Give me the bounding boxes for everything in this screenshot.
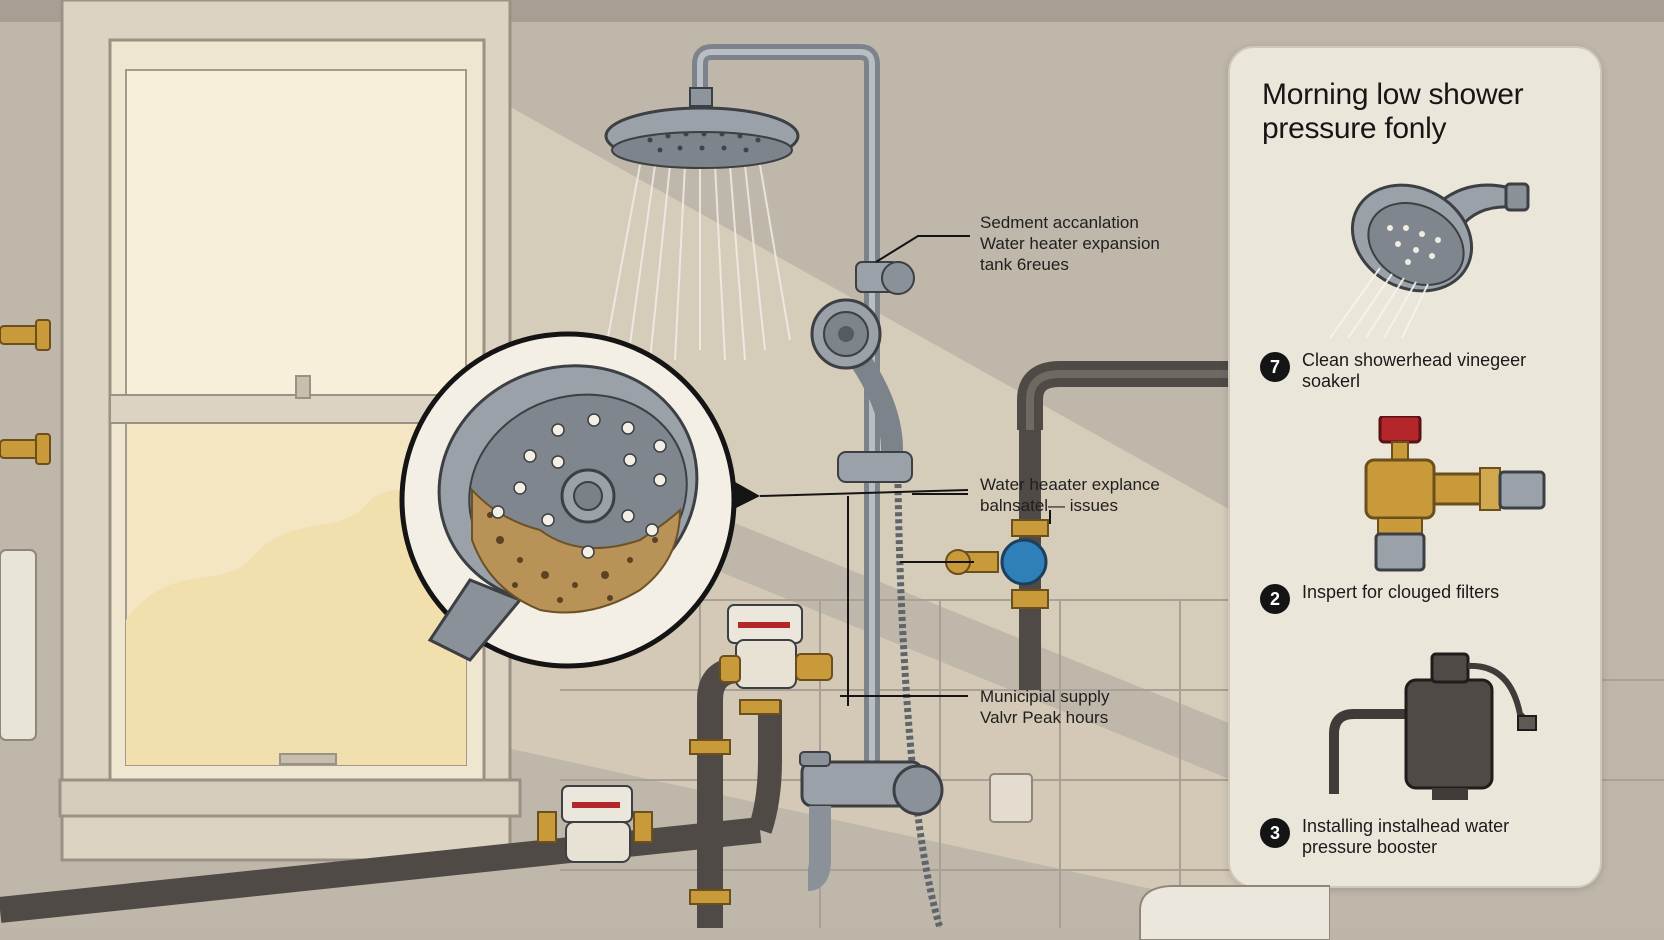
panel-title: Morning low shower pressure fonly: [1262, 78, 1524, 145]
callout-municipal: Municipial supply Valvr Peak hours: [980, 686, 1109, 728]
sediment-magnifier: [399, 331, 760, 669]
handheld-showerhead-icon: [1329, 182, 1530, 338]
callout-line: Sedment accanlation: [980, 213, 1139, 232]
slide-holder: [837, 451, 913, 483]
callout-leaders: [759, 235, 1051, 706]
shower-hose: [894, 483, 944, 928]
step-label: Clean showerhead vinegeer soakerl: [1302, 350, 1527, 391]
wall-hooks: [0, 319, 51, 465]
riser-bracket: [855, 261, 915, 295]
towel: [0, 549, 37, 741]
step-label: Inspert for clouged filters: [1302, 582, 1500, 602]
info-panel: Morning low shower pressure fonly 7 Clea…: [1228, 46, 1602, 888]
toilet-tank: [1139, 885, 1330, 940]
filter-valve-icon: [1364, 416, 1546, 572]
step-label: Installing instalhead water pressure boo…: [1302, 816, 1510, 857]
pressure-booster-pump-icon: [1329, 652, 1537, 800]
step-number: 7: [1260, 352, 1290, 382]
callout-line: Water heaater explance: [980, 475, 1160, 494]
step-number: 2: [1260, 584, 1290, 614]
mixer-valve: [799, 751, 944, 891]
callout-line: tank 6reues: [980, 255, 1069, 274]
rain-showerhead: [604, 87, 800, 169]
callout-line: balnsatel— issues: [980, 496, 1118, 515]
upper-water-meter: [719, 604, 833, 689]
callout-line: Valvr Peak hours: [980, 708, 1109, 727]
step-number: 3: [1260, 818, 1290, 848]
callout-line: Municipial supply: [980, 687, 1110, 706]
lower-water-meter: [561, 785, 633, 863]
callout-sediment: Sedment accanlation Water heater expansi…: [980, 212, 1160, 275]
wall-socket: [989, 773, 1033, 823]
callout-line: Water heater expansion: [980, 234, 1160, 253]
callout-water-heater: Water heaater explance balnsatel— issues: [980, 474, 1160, 516]
